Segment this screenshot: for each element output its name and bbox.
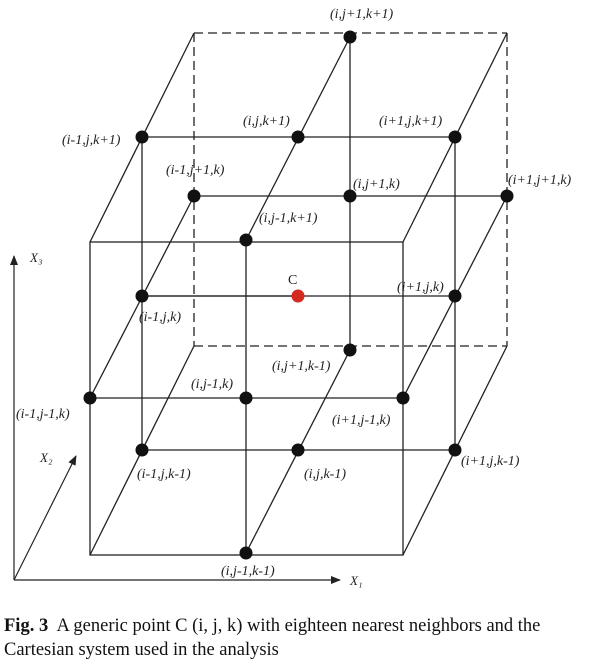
label-i-j-k0: (i,j,k-1) xyxy=(304,467,346,482)
node-i1-j-k0 xyxy=(448,443,462,457)
node-i-j1-k xyxy=(343,189,357,203)
node-i-j-k0 xyxy=(291,443,305,457)
label-i-j1-k1: (i,j+1,k+1) xyxy=(330,7,394,22)
caption-text: A generic point C (i, j, k) with eightee… xyxy=(4,616,541,660)
label-i-j0-k: (i,j-1,k) xyxy=(191,377,233,392)
node-i1-j0-k xyxy=(396,391,410,405)
node-i1-j-k1 xyxy=(448,130,462,144)
label-i-j1-k0: (i,j+1,k-1) xyxy=(272,359,331,374)
figure-caption: Fig. 3 A generic point C (i, j, k) with … xyxy=(4,614,592,662)
label-i0-j-k1: (i-1,j,k+1) xyxy=(62,133,121,148)
node-i-j0-k xyxy=(239,391,253,405)
label-i-j0-k0: (i,j-1,k-1) xyxy=(221,564,275,579)
node-i1-j-k xyxy=(448,289,462,303)
node-labels: (i,j+1,k+1) (i-1,j,k+1) (i,j,k+1) (i+1,j… xyxy=(16,7,572,579)
label-i-j0-k1: (i,j-1,k+1) xyxy=(259,211,318,226)
x1-label: X₁ xyxy=(349,573,362,588)
label-i1-j0-k: (i+1,j-1,k) xyxy=(332,413,391,428)
label-i-j-k1: (i,j,k+1) xyxy=(243,114,290,129)
node-i1-j1-k xyxy=(500,189,514,203)
node-i-j-k1 xyxy=(291,130,305,144)
label-i1-j1-k: (i+1,j+1,k) xyxy=(508,173,572,188)
label-i0-j-k0: (i-1,j,k-1) xyxy=(137,467,191,482)
node-i-j0-k0 xyxy=(239,546,253,560)
label-i0-j1-k: (i-1,j+1,k) xyxy=(166,163,225,178)
x3-label: X₃ xyxy=(29,250,42,265)
label-i1-j-k1: (i+1,j,k+1) xyxy=(379,114,443,129)
node-i-j1-k0 xyxy=(343,343,357,357)
node-i0-j-k0 xyxy=(135,443,149,457)
node-i-j1-k1 xyxy=(343,30,357,44)
x2-label: X₂ xyxy=(39,450,53,465)
lattice-diagram: X₁ X₂ X₃ (i,j+1,k+1) (i-1,j,k+1) (i,j,k+… xyxy=(10,7,572,588)
label-i0-j0-k: (i-1,j-1,k) xyxy=(16,407,70,422)
node-i0-j-k xyxy=(135,289,149,303)
nodes xyxy=(83,30,514,560)
label-i1-j-k0: (i+1,j,k-1) xyxy=(461,454,520,469)
node-i0-j-k1 xyxy=(135,130,149,144)
x2-axis xyxy=(13,455,77,581)
node-i-j0-k1 xyxy=(239,233,253,247)
label-i0-j-k: (i-1,j,k) xyxy=(139,310,181,325)
label-i-j1-k: (i,j+1,k) xyxy=(353,177,400,192)
center-node xyxy=(291,289,305,303)
caption-label: Fig. 3 xyxy=(4,616,49,636)
label-center: C xyxy=(288,273,297,288)
axes xyxy=(10,255,341,584)
node-i0-j0-k xyxy=(83,391,97,405)
node-i0-j1-k xyxy=(187,189,201,203)
label-i1-j-k: (i+1,j,k) xyxy=(397,280,444,295)
